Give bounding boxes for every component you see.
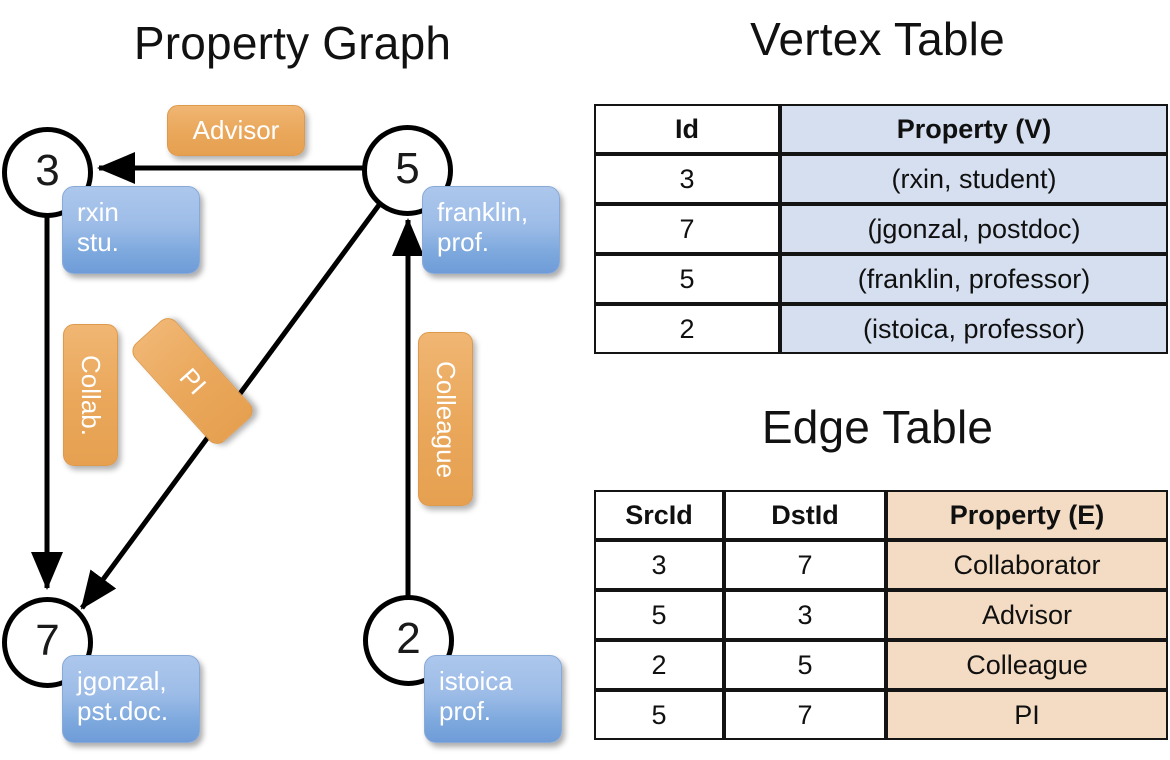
edge-cell-property: PI [886,690,1168,740]
table-row: 3 7 Collaborator [594,540,1168,590]
vertex-cell-id: 3 [594,154,780,204]
edge-label-advisor: Advisor [167,105,305,156]
edge-header-property: Property (E) [886,490,1168,540]
table-row: 3 (rxin, student) [594,154,1168,204]
vertex-table: Id Property (V) 3 (rxin, student) 7 (jgo… [594,104,1168,354]
vertex-cell-property: (franklin, professor) [780,254,1168,304]
vertex-cell-id: 2 [594,304,780,354]
edge-cell-srcid: 5 [594,690,724,740]
table-header-row: SrcId DstId Property (E) [594,490,1168,540]
graph-node-3-label: 3 [35,145,60,195]
table-row: 2 5 Colleague [594,640,1168,690]
graph-node-5[interactable]: 5 [362,125,453,216]
vertex-header-id: Id [594,104,780,154]
table-row: 5 3 Advisor [594,590,1168,640]
edge-header-dstid: DstId [724,490,886,540]
callout-3-line-1: rxin [77,197,119,227]
edge-label-collab-text: Collab. [76,354,106,436]
table-row: 7 (jgonzal, postdoc) [594,204,1168,254]
edge-cell-property: Colleague [886,640,1168,690]
table-row: 5 (franklin, professor) [594,254,1168,304]
edge-table: SrcId DstId Property (E) 3 7 Collaborato… [594,490,1168,740]
page-title-vertex-table: Vertex Table [750,13,1005,65]
vertex-cell-property: (jgonzal, postdoc) [780,204,1168,254]
graph-node-5-label: 5 [395,143,420,193]
edge-label-colleague: Colleague [418,332,473,506]
callout-5-line-1: franklin, [437,197,529,227]
callout-2-line-2: prof. [439,696,492,727]
callout-3-line-2: stu. [77,227,119,258]
vertex-cell-id: 5 [594,254,780,304]
edge-label-collab: Collab. [63,324,118,466]
edge-cell-dstid: 7 [724,690,886,740]
table-row: 5 7 PI [594,690,1168,740]
vertex-cell-property: (rxin, student) [780,154,1168,204]
callout-7-line-1: jgonzal, [77,666,167,696]
graph-node-7-label: 7 [35,615,60,665]
callout-5-line-2: prof. [437,227,490,258]
page-title-property-graph: Property Graph [133,17,452,69]
vertex-property-callout-5: franklin, prof. [422,186,560,274]
edge-label-pi-text: PI [173,361,213,400]
graph-node-2[interactable]: 2 [363,595,454,686]
edge-cell-dstid: 3 [724,590,886,640]
edge-label-colleague-text: Colleague [431,360,461,478]
table-header-row: Id Property (V) [594,104,1168,154]
edge-label-advisor-text: Advisor [192,115,280,145]
vertex-property-callout-2: istoica prof. [424,655,562,743]
vertex-property-callout-7: jgonzal, pst.doc. [62,655,200,743]
callout-7-line-2: pst.doc. [77,696,169,727]
callout-2-line-1: istoica [439,666,513,696]
vertex-header-property: Property (V) [780,104,1168,154]
edge-cell-property: Collaborator [886,540,1168,590]
edge-cell-dstid: 7 [724,540,886,590]
vertex-cell-id: 7 [594,204,780,254]
edge-cell-srcid: 2 [594,640,724,690]
table-row: 2 (istoica, professor) [594,304,1168,354]
edge-cell-dstid: 5 [724,640,886,690]
edge-cell-property: Advisor [886,590,1168,640]
edge-cell-srcid: 3 [594,540,724,590]
vertex-property-callout-3: rxin stu. [62,186,200,274]
vertex-cell-property: (istoica, professor) [780,304,1168,354]
edge-cell-srcid: 5 [594,590,724,640]
graph-node-2-label: 2 [396,613,421,663]
edge-header-srcid: SrcId [594,490,724,540]
page-title-edge-table: Edge Table [761,401,994,453]
